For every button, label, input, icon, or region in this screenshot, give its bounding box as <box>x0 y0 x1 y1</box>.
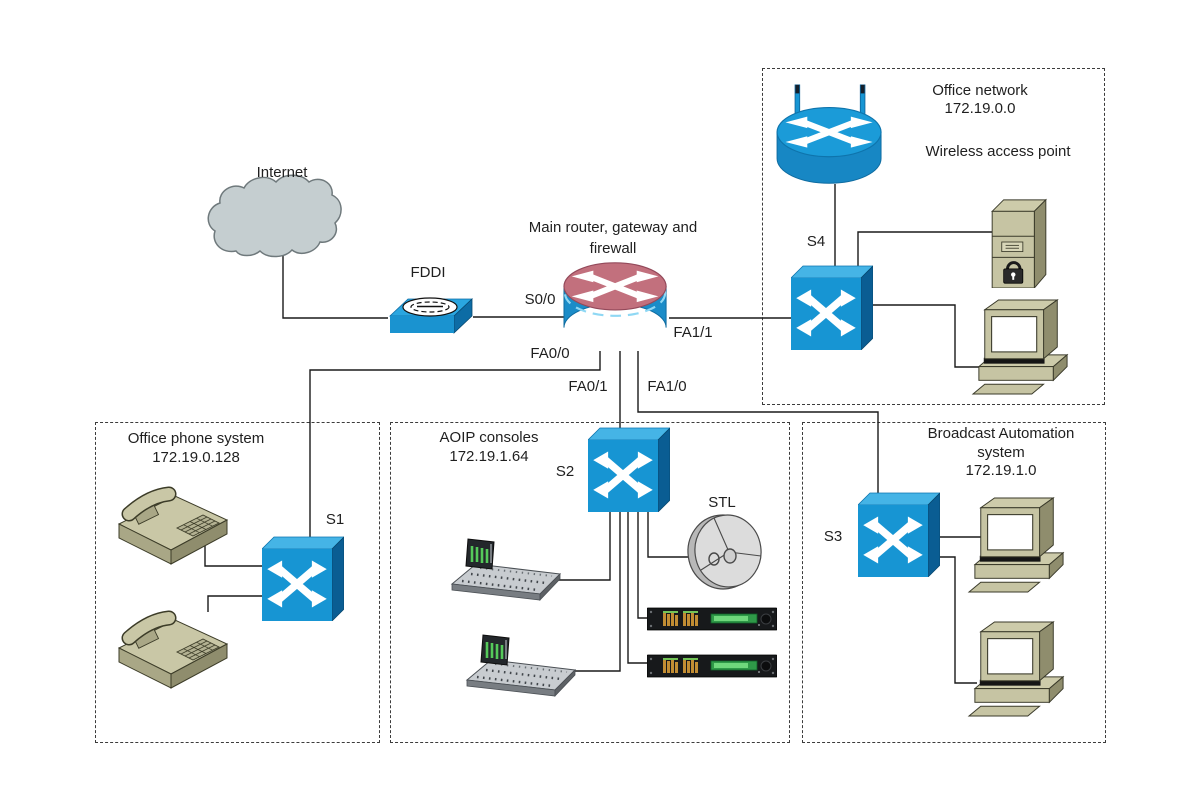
broadcast-title: Broadcast Automation system <box>927 425 1075 461</box>
wireless-access-point-label: Wireless access point <box>925 143 1071 160</box>
internet-cloud-icon <box>207 174 342 258</box>
office-network-subnet: 172.19.0.0 <box>944 100 1016 117</box>
aoip-title: AOIP consoles <box>439 429 539 446</box>
stl-dish-icon <box>687 514 762 590</box>
switch-s3-label: S3 <box>823 528 843 545</box>
switch-s2-icon <box>588 428 670 512</box>
office-phone-subnet: 172.19.0.128 <box>152 449 240 466</box>
secure-server-icon <box>990 198 1048 288</box>
aoip-console-2-icon <box>465 633 577 698</box>
stl-label: STL <box>708 494 736 511</box>
interface-fa0-1-label: FA0/1 <box>568 378 608 395</box>
switch-s2-label: S2 <box>555 463 575 480</box>
broadcast-computer-2-icon <box>968 621 1064 717</box>
switch-s1-label: S1 <box>325 511 345 528</box>
zone-aoip <box>390 422 790 743</box>
office-network-title: Office network <box>932 82 1028 99</box>
phone-2-icon <box>119 618 227 688</box>
router-icon <box>564 263 666 328</box>
interface-fa1-1-label: FA1/1 <box>673 324 713 341</box>
switch-s3-icon <box>858 493 940 577</box>
fddi-device-icon <box>388 297 474 334</box>
switch-s1-icon <box>262 537 344 621</box>
switch-s4-icon <box>791 266 873 350</box>
office-computer-icon <box>972 299 1068 395</box>
zone-broadcast <box>802 422 1106 743</box>
wireless-access-point-icon <box>777 85 881 183</box>
interface-fa0-0-label: FA0/0 <box>530 345 570 362</box>
internet-label: Internet <box>256 164 308 181</box>
rack-unit-1-icon <box>647 607 777 631</box>
broadcast-computer-1-icon <box>968 497 1064 593</box>
rack-unit-2-icon <box>647 654 777 678</box>
zone-office-phone <box>95 422 380 743</box>
broadcast-subnet: 172.19.1.0 <box>965 462 1037 479</box>
zone-office-network <box>762 68 1105 405</box>
office-phone-title: Office phone system <box>127 430 265 447</box>
phone-1-icon <box>119 494 227 564</box>
aoip-subnet: 172.19.1.64 <box>449 448 529 465</box>
switch-s4-label: S4 <box>806 233 826 250</box>
aoip-console-1-icon <box>450 537 562 602</box>
interface-fa1-0-label: FA1/0 <box>647 378 687 395</box>
fddi-label: FDDI <box>410 264 446 281</box>
interface-s0-0-label: S0/0 <box>524 291 556 308</box>
connection-lines <box>204 184 992 684</box>
router-label: Main router, gateway and firewall <box>528 219 698 257</box>
